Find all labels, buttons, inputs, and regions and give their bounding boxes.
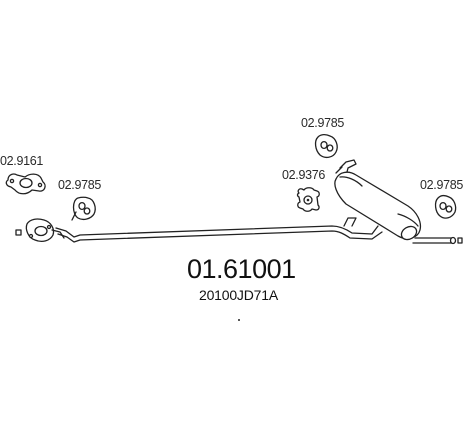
main-part-number: 01.61001 — [187, 254, 296, 284]
exhaust-pipe-silencer-icon — [15, 159, 463, 245]
rubber-hanger-icon — [71, 196, 96, 221]
oem-part-number: 20100JD71A — [199, 287, 278, 303]
label-hanger-front: 02.9785 — [58, 178, 102, 192]
label-mount-middle: 02.9376 — [282, 168, 326, 182]
label-hanger-top: 02.9785 — [301, 116, 345, 130]
label-hanger-rear: 02.9785 — [420, 178, 464, 192]
dot-mark — [238, 319, 240, 321]
rubber-hanger-icon — [434, 194, 457, 219]
rubber-hanger-icon — [314, 133, 338, 159]
rubber-mount-icon — [296, 187, 320, 212]
flange-gasket-icon — [5, 173, 46, 195]
label-gasket-front: 02.9161 — [0, 154, 44, 168]
